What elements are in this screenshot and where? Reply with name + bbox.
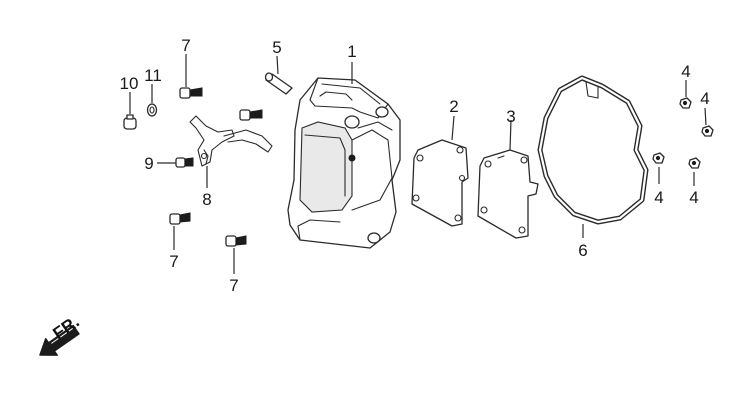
callout-4-a: 4 — [681, 62, 690, 81]
callout-8: 8 — [202, 190, 211, 209]
callout-4-d: 4 — [689, 188, 698, 207]
bolt-10 — [123, 114, 137, 130]
baffle-plate — [477, 149, 539, 239]
callout-7-a: 7 — [181, 36, 190, 55]
callout-10: 10 — [120, 74, 139, 93]
callout-4-b: 4 — [700, 89, 709, 108]
bolt-7-mid — [239, 109, 263, 121]
front-arrow-icon — [39, 324, 80, 356]
callout-1: 1 — [347, 42, 356, 61]
callout-7-c: 7 — [229, 276, 238, 295]
separator-plate — [411, 139, 469, 227]
callout-7-b: 7 — [169, 252, 178, 271]
callout-11: 11 — [144, 66, 162, 85]
leader-lines — [129, 54, 707, 274]
clamp-bracket — [189, 115, 273, 167]
callout-2: 2 — [449, 97, 458, 116]
nut-4-d — [688, 157, 701, 169]
bolt-7-bottom — [225, 235, 247, 247]
washer-11 — [146, 103, 158, 117]
callout-6: 6 — [578, 241, 587, 260]
front-direction-indicator: FR. — [39, 312, 83, 356]
nut-4-a — [679, 97, 692, 109]
head-cover-gasket — [537, 75, 649, 225]
nut-4-c — [652, 152, 665, 164]
callout-9: 9 — [144, 154, 153, 173]
bolt-9 — [175, 157, 194, 168]
nut-4-b — [701, 125, 714, 137]
cylinder-head-cover — [287, 77, 401, 249]
bolt-7-left — [169, 212, 191, 225]
callout-3: 3 — [506, 107, 515, 126]
callout-4-c: 4 — [654, 188, 663, 207]
callout-5: 5 — [272, 38, 281, 57]
callout-labels: 1 2 3 4 4 4 4 5 6 7 7 7 8 9 10 11 — [120, 36, 710, 295]
dowel-pin — [264, 72, 293, 95]
bolt-7-top — [179, 87, 203, 99]
